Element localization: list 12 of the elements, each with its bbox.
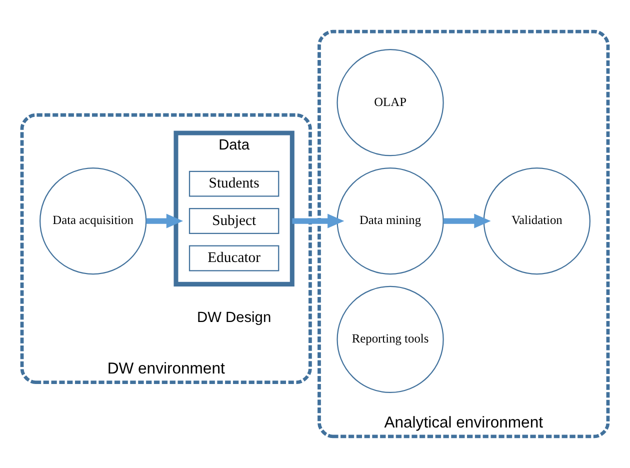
node-box: Subject (188, 208, 280, 234)
node-box: Educator (188, 245, 280, 272)
node-circle: OLAP (336, 49, 444, 156)
node-circle: Data acquisition (40, 167, 147, 275)
node-circle: Reporting tools (336, 286, 444, 394)
node-box: Students (188, 170, 280, 197)
node-circle: Validation (483, 167, 590, 275)
arrow (444, 214, 491, 228)
arrow (146, 214, 183, 228)
arrow (292, 214, 344, 228)
node-label: DW Design (197, 310, 272, 326)
node-circle: Data mining (336, 167, 444, 275)
